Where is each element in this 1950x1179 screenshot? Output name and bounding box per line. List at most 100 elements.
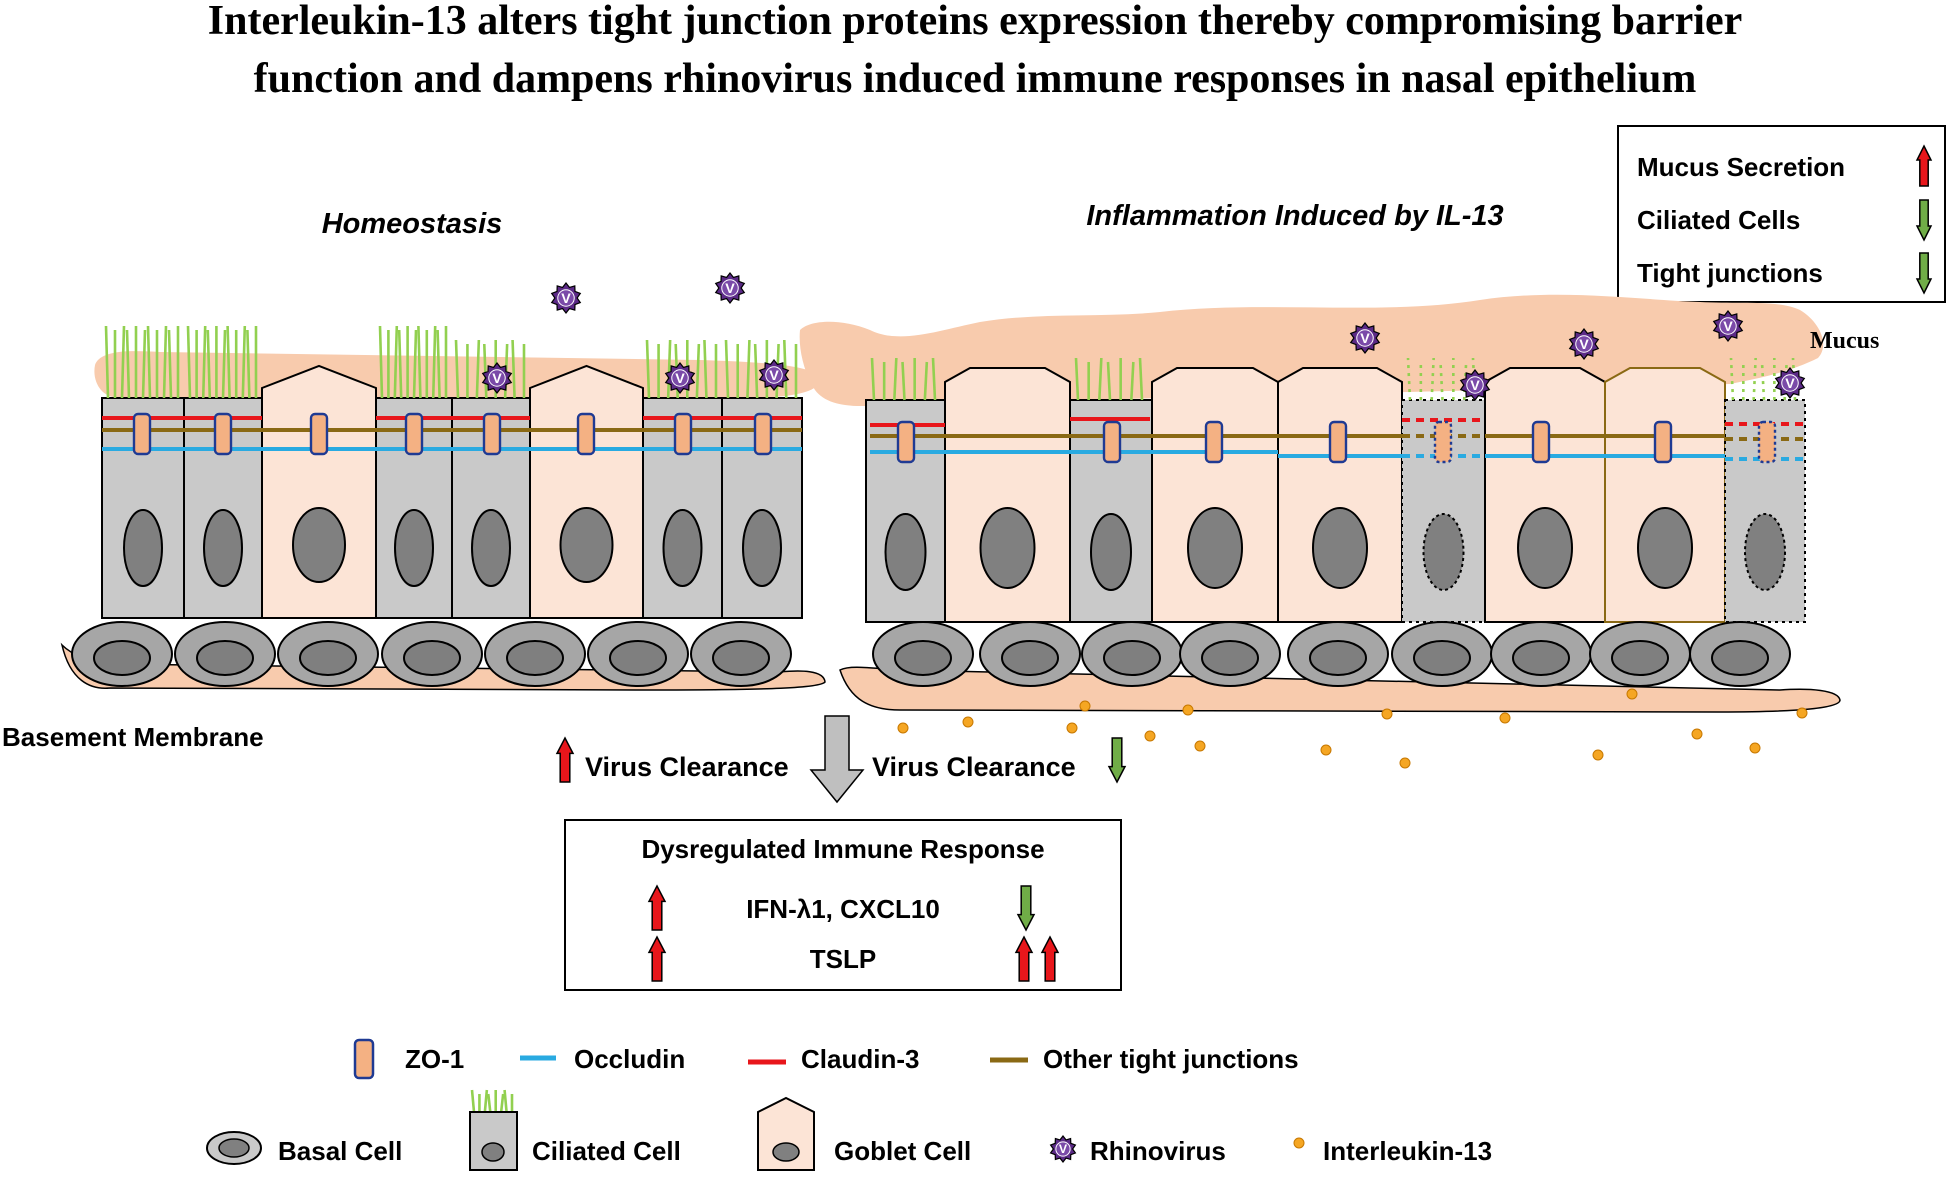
legend-cilia-hair	[503, 1089, 508, 1113]
left-cilia-1-hair	[206, 329, 212, 399]
goblet-cell-swatch	[757, 1096, 815, 1171]
left-cilia-7-hair	[724, 339, 730, 399]
legend-cilia-hair	[486, 1093, 492, 1113]
left-cilia-3-hair	[417, 325, 422, 399]
rhinovirus-6-core	[1575, 335, 1593, 353]
rhinovirus-5-core	[1356, 329, 1374, 347]
right-cilia-2-hair	[1138, 357, 1144, 401]
left-cilia-3-hair	[436, 329, 441, 399]
left-basal-nucleus-4	[506, 640, 564, 676]
left-cilia-3	[378, 325, 448, 399]
il13-particles	[897, 688, 1808, 769]
tslp-right-arrow-1	[1014, 935, 1034, 982]
left-cilia-1-hair	[221, 329, 227, 399]
left-cilia-0-hair	[125, 329, 131, 399]
il13-dot-0	[897, 722, 909, 734]
left-cilia-0-hair	[141, 329, 147, 399]
right-cilia-0-hair	[870, 357, 876, 401]
right-cilia-0	[870, 357, 937, 401]
legend-cilia-hair	[483, 1089, 489, 1113]
right-basal-cells	[872, 621, 1791, 687]
left-cilia-3-hair	[378, 325, 384, 399]
ifn-left-arrow	[647, 884, 667, 931]
left-cells	[101, 325, 803, 619]
right-basal-nucleus-8	[1711, 640, 1769, 676]
rhinovirus-2-letter: V	[492, 371, 502, 387]
ciliated-cell-swatch-cilia	[470, 1089, 514, 1113]
left-ciliated-nucleus-0	[123, 509, 163, 587]
legend-label-ciliated-cell: Ciliated Cell	[532, 1136, 681, 1166]
left-cilia-0-hair	[120, 325, 126, 399]
immune-arrows	[647, 884, 1060, 982]
left-cilia-1-hair	[226, 325, 231, 399]
il13-dot-9	[1399, 757, 1411, 769]
rhinovirus-3-letter: V	[675, 371, 685, 387]
il13-dot-1	[962, 716, 974, 728]
right-cilia-2-hair	[1130, 361, 1135, 401]
right-basal-nucleus-4	[1309, 640, 1367, 676]
il13-swatch	[1293, 1137, 1305, 1149]
right-cilia-0-hair	[893, 357, 898, 401]
il13-dot-7	[1320, 744, 1332, 756]
left-zo1-3	[404, 412, 424, 456]
left-basal-nucleus-6	[712, 640, 770, 676]
il13-dot-11	[1592, 749, 1604, 761]
legend-ciliated-cell: Ciliated Cell	[469, 1089, 681, 1171]
rhinovirus-7-letter: V	[1723, 319, 1733, 335]
panel-label-homeostasis: Homeostasis	[322, 208, 503, 240]
rhinovirus-8: V	[1459, 369, 1491, 401]
rhinovirus-4-core	[765, 366, 783, 384]
left-basal-nucleus-2	[299, 640, 357, 676]
legend-label-occludin: Occludin	[574, 1044, 685, 1074]
left-goblet-nucleus-5	[559, 507, 614, 583]
left-cilia-6-hair	[695, 343, 701, 399]
rhinovirus-0: V	[550, 282, 582, 314]
title-line-2: function and dampens rhinovirus induced …	[254, 56, 1697, 102]
left-ciliated-nucleus-3	[394, 509, 434, 587]
effect-label-tight-junctions: Tight junctions	[1637, 258, 1823, 288]
effect-arrow-2	[1915, 252, 1933, 295]
legend-rhinovirus-icon-letter: V	[1059, 1142, 1068, 1156]
rhinovirus-2-core	[488, 369, 506, 387]
right-cilia-2-hair	[1098, 357, 1103, 401]
effect-arrows	[1915, 144, 1933, 295]
rhinovirus-0-letter: V	[561, 291, 571, 307]
effect-label-mucus-secretion: Mucus Secretion	[1637, 152, 1845, 182]
right-goblet-nucleus-1	[979, 507, 1036, 589]
right-zo1-7	[1757, 420, 1777, 464]
right-zo1-0	[896, 420, 916, 464]
right-cilia-0-hair	[931, 357, 937, 401]
right-cilia-8	[1729, 357, 1797, 401]
right-zo1-2	[1204, 420, 1224, 464]
legend-cilia	[470, 1089, 514, 1113]
right-basal-nucleus-1	[1001, 640, 1059, 676]
right-cilia-2-hair	[1106, 361, 1112, 401]
right-zo1-6	[1653, 420, 1673, 464]
rhinovirus-6-letter: V	[1579, 337, 1589, 353]
effect-label-ciliated-cells: Ciliated Cells	[1637, 205, 1800, 235]
right-goblet-cell-6	[1484, 367, 1606, 623]
left-cilia-1	[186, 325, 258, 399]
rhinovirus-swatch: V	[1049, 1135, 1077, 1163]
left-zo1-0	[132, 412, 152, 456]
left-cilia-3-hair	[431, 325, 437, 399]
right-ciliated-nucleus-2	[1090, 513, 1132, 591]
rhinovirus-1: V	[714, 272, 746, 304]
left-cilia-1-hair	[241, 325, 247, 399]
rhinovirus-8-core	[1466, 376, 1484, 394]
rhinovirus-1-letter: V	[725, 281, 735, 297]
legend-label-rhinovirus: Rhinovirus	[1090, 1136, 1226, 1166]
left-cilia-4-hair	[511, 339, 516, 399]
left-ciliated-nucleus-4	[471, 509, 511, 587]
left-cilia-1-hair	[246, 329, 251, 399]
legend-goblet-cell: Goblet Cell	[757, 1096, 971, 1171]
right-basal-nucleus-7	[1611, 640, 1669, 676]
ifn-right-arrow	[1016, 885, 1036, 932]
mucus-label: Mucus	[1810, 328, 1879, 354]
right-ciliated-nucleus-5	[1422, 513, 1465, 591]
left-ciliated-nucleus-1	[203, 509, 243, 587]
left-cilia-7-hair	[753, 343, 759, 399]
il13-dot-4	[1144, 730, 1156, 742]
effects-box: Mucus Secretion Ciliated Cells Tight jun…	[1617, 125, 1946, 303]
